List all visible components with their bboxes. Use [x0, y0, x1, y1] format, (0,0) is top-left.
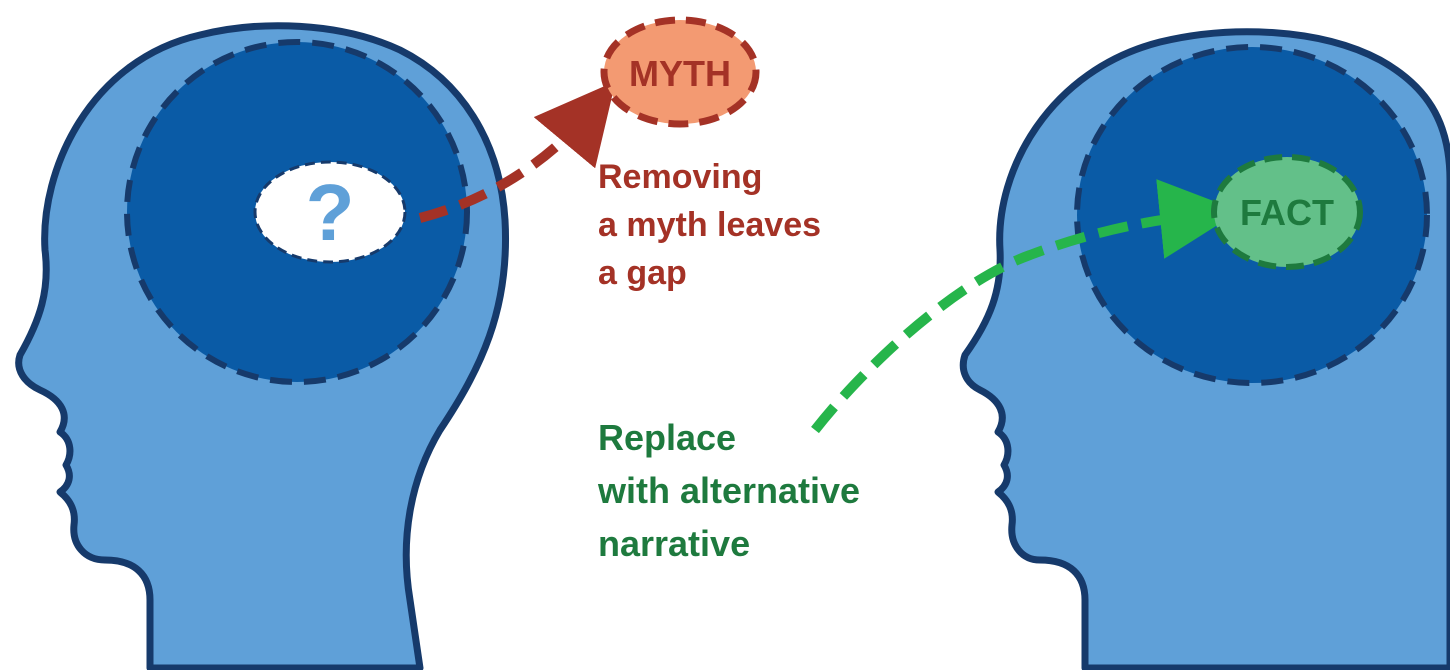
- right-head: [963, 32, 1450, 668]
- fact-caption-line-3: narrative: [598, 523, 750, 564]
- left-head: ?: [19, 26, 506, 668]
- fact-label: FACT: [1240, 192, 1334, 233]
- myth-caption-line-3: a gap: [598, 254, 687, 292]
- myth-caption-line-1: Removing: [598, 158, 762, 196]
- fact-caption-line-1: Replace: [598, 417, 736, 458]
- fact-caption: Replace with alternative narrative: [597, 417, 870, 564]
- fact-bubble: FACT: [1214, 157, 1360, 267]
- question-mark-icon: ?: [306, 168, 355, 257]
- myth-bubble: MYTH: [604, 20, 756, 124]
- fact-caption-line-2: with alternative: [597, 470, 860, 511]
- myth-label: MYTH: [629, 53, 731, 94]
- myth-caption: Removing a myth leaves a gap: [598, 158, 830, 292]
- myth-caption-line-2: a myth leaves: [598, 206, 821, 244]
